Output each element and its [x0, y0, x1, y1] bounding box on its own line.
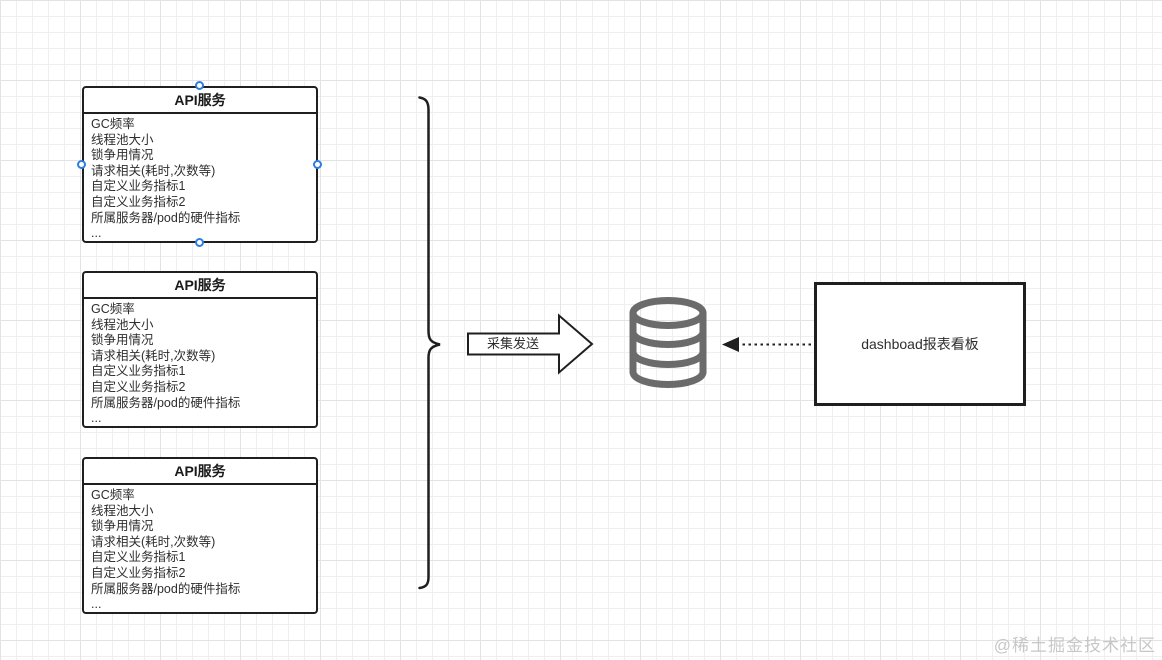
dashboard-to-database-connector[interactable]	[722, 337, 811, 352]
metric-item: 自定义业务指标1	[91, 364, 186, 379]
metric-item: 线程池大小	[91, 317, 154, 332]
api-service-box-2[interactable]: API服务 GC频率 线程池大小 锁争用情况 请求相关(耗时,次数等) 自定义业…	[82, 271, 318, 428]
metric-item: ...	[91, 597, 102, 612]
selection-handle-top[interactable]	[195, 81, 204, 90]
grouping-brace[interactable]	[418, 96, 441, 590]
dashboard-box-label: dashboad报表看板	[861, 336, 979, 352]
dashboard-box[interactable]: dashboad报表看板	[814, 282, 1026, 406]
metric-item: 自定义业务指标2	[91, 379, 186, 394]
metric-item: 请求相关(耗时,次数等)	[91, 534, 216, 549]
metric-item: 自定义业务指标2	[91, 565, 186, 580]
metric-item: 所属服务器/pod的硬件指标	[91, 395, 241, 410]
metric-item: 自定义业务指标1	[91, 179, 186, 194]
metric-item: GC频率	[91, 488, 135, 502]
metric-item: 请求相关(耗时,次数等)	[91, 163, 216, 178]
api-service-metrics: GC频率 线程池大小 锁争用情况 请求相关(耗时,次数等) 自定义业务指标1 自…	[84, 299, 316, 427]
metric-item: 自定义业务指标1	[91, 550, 186, 565]
collect-send-arrow-label: 采集发送	[486, 336, 539, 351]
metric-item: 线程池大小	[91, 503, 154, 518]
metric-item: ...	[91, 226, 102, 241]
collect-send-arrow[interactable]	[467, 313, 594, 375]
metric-item: 锁争用情况	[91, 333, 154, 348]
api-service-title: API服务	[84, 273, 316, 299]
metric-item: ...	[91, 411, 102, 426]
metric-item: 自定义业务指标2	[91, 194, 186, 209]
api-service-title: API服务	[84, 88, 316, 114]
metric-item: GC频率	[91, 302, 135, 316]
api-service-metrics: GC频率 线程池大小 锁争用情况 请求相关(耗时,次数等) 自定义业务指标1 自…	[84, 114, 316, 242]
metric-item: 请求相关(耗时,次数等)	[91, 348, 216, 363]
metric-item: 锁争用情况	[91, 519, 154, 534]
metric-item: 线程池大小	[91, 132, 154, 147]
api-service-title: API服务	[84, 459, 316, 485]
database-icon[interactable]	[629, 297, 707, 388]
metric-item: 所属服务器/pod的硬件指标	[91, 210, 241, 225]
metric-item: 所属服务器/pod的硬件指标	[91, 581, 241, 596]
metric-item: GC频率	[91, 117, 135, 131]
api-service-box-3[interactable]: API服务 GC频率 线程池大小 锁争用情况 请求相关(耗时,次数等) 自定义业…	[82, 457, 318, 614]
connector-arrowhead-icon	[722, 337, 739, 352]
watermark: @稀土掘金技术社区	[993, 636, 1156, 655]
selection-handle-bottom[interactable]	[195, 238, 204, 247]
api-service-box-1[interactable]: API服务 GC频率 线程池大小 锁争用情况 请求相关(耗时,次数等) 自定义业…	[82, 86, 318, 243]
selection-handle-right[interactable]	[313, 160, 322, 169]
selection-handle-left[interactable]	[77, 160, 86, 169]
api-service-metrics: GC频率 线程池大小 锁争用情况 请求相关(耗时,次数等) 自定义业务指标1 自…	[84, 485, 316, 613]
metric-item: 锁争用情况	[91, 148, 154, 163]
